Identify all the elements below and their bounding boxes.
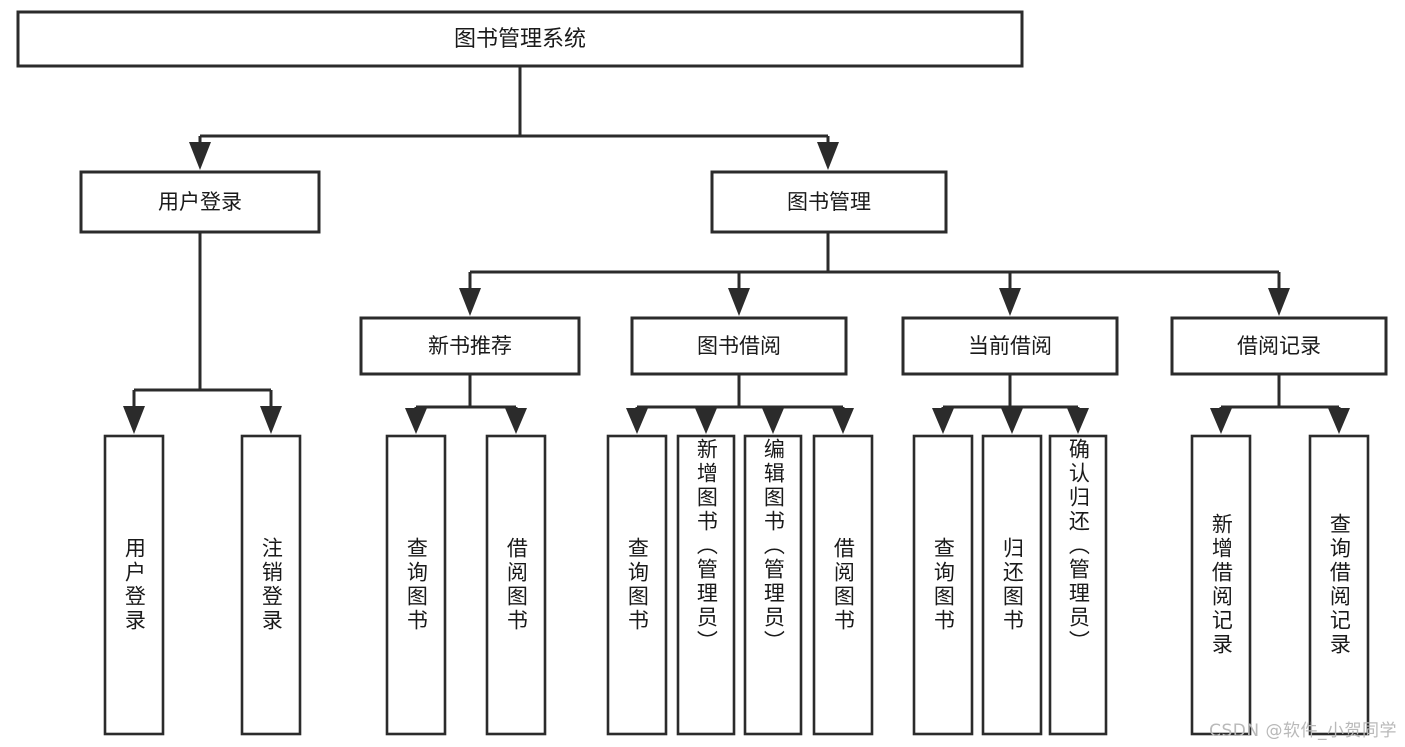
leaf-box-layer[interactable] — [103, 434, 1370, 736]
node-book-management[interactable]: 图书管理 — [710, 170, 948, 234]
edge-bookmgmt-trunk — [468, 232, 1281, 306]
leaf-box-query-record[interactable] — [1308, 434, 1370, 736]
leaf-box-query-book-3[interactable] — [912, 434, 974, 736]
node-root[interactable]: 图书管理系统 — [16, 10, 1024, 68]
node-borrow-record[interactable]: 借阅记录 — [1170, 316, 1388, 376]
leaf-box-user-login[interactable] — [103, 434, 165, 736]
leaf-box-confirm-return[interactable] — [1048, 434, 1108, 736]
arrow-to-book-mgmt — [817, 142, 839, 170]
arrow-to-bookborrow — [728, 288, 750, 316]
watermark-text: CSDN @软件_小贺同学 — [1209, 721, 1397, 741]
book-management-box[interactable] — [710, 170, 948, 234]
arrow-to-record — [1268, 288, 1290, 316]
user-login-box[interactable] — [79, 170, 321, 234]
arrow-to-newbook — [459, 288, 481, 316]
arrow-to-leaf-6 — [695, 408, 717, 434]
arrow-to-leaf-1 — [123, 406, 145, 434]
arrow-to-leaf-3 — [405, 408, 427, 434]
borrow-record-label: 借阅记录 — [1237, 334, 1321, 358]
arrow-to-leaf-12 — [1210, 408, 1232, 434]
book-borrow-label: 图书借阅 — [697, 334, 781, 358]
leaf-box-return-book[interactable] — [981, 434, 1043, 736]
leaf-box-edit-book-admin[interactable] — [743, 434, 803, 736]
node-current-borrow[interactable]: 当前借阅 — [901, 316, 1119, 376]
leaf-box-borrow-book-2[interactable] — [812, 434, 874, 736]
new-book-recommend-label: 新书推荐 — [428, 334, 512, 358]
leaf-box-logout[interactable] — [240, 434, 302, 736]
book-borrow-box[interactable] — [630, 316, 848, 376]
edge-newbook-trunk — [414, 374, 518, 424]
new-book-recommend-box[interactable] — [359, 316, 581, 376]
leaf-box-add-book-admin[interactable] — [676, 434, 736, 736]
leaf-box-borrow-book-1[interactable] — [485, 434, 547, 736]
arrow-to-leaf-4 — [505, 408, 527, 434]
edge-borrow-trunk — [635, 374, 845, 424]
arrow-to-leaf-2 — [260, 406, 282, 434]
arrow-to-leaf-7 — [762, 408, 784, 434]
book-management-label: 图书管理 — [787, 190, 871, 214]
user-login-label: 用户登录 — [158, 190, 242, 214]
node-book-borrow[interactable]: 图书借阅 — [630, 316, 848, 376]
arrow-to-leaf-11 — [1067, 408, 1089, 434]
arrow-to-leaf-8 — [832, 408, 854, 434]
node-new-book-recommend[interactable]: 新书推荐 — [359, 316, 581, 376]
edge-record-trunk — [1219, 374, 1341, 424]
root-label: 图书管理系统 — [454, 27, 586, 52]
arrowhead-layer — [123, 142, 1350, 434]
arrow-to-leaf-13 — [1328, 408, 1350, 434]
node-user-login[interactable]: 用户登录 — [79, 170, 321, 234]
leaf-box-query-book-2[interactable] — [606, 434, 668, 736]
current-borrow-label: 当前借阅 — [968, 334, 1052, 358]
arrow-to-leaf-5 — [626, 408, 648, 434]
leaf-box-query-book-1[interactable] — [385, 434, 447, 736]
arrow-to-leaf-10 — [1001, 408, 1023, 434]
root-box[interactable] — [16, 10, 1024, 68]
leaf-box-add-record[interactable] — [1190, 434, 1252, 736]
borrow-record-box[interactable] — [1170, 316, 1388, 376]
edge-root-trunk — [198, 66, 830, 160]
current-borrow-box[interactable] — [901, 316, 1119, 376]
edge-userlogin-trunk — [132, 232, 273, 424]
arrow-to-leaf-9 — [932, 408, 954, 434]
arrow-to-current — [999, 288, 1021, 316]
arrow-to-user-login — [189, 142, 211, 170]
